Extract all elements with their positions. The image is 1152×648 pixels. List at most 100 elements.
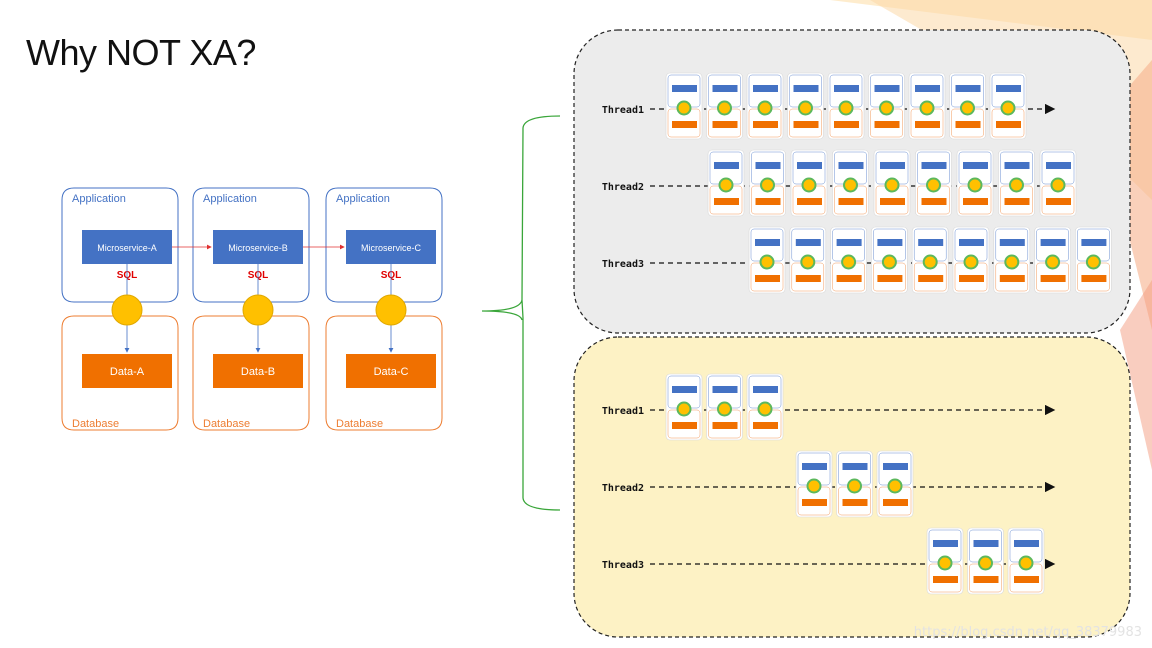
page-title: Why NOT XA?	[26, 32, 256, 73]
thumbnail-service	[842, 463, 868, 470]
diagram-thumbnail	[746, 72, 784, 140]
service-column: ApplicationMicroservice-BSQLDatabaseData…	[192, 187, 310, 431]
diagram-thumbnail	[749, 149, 786, 217]
thumbnail-service	[880, 162, 905, 169]
thumbnail-service	[874, 85, 900, 92]
thumbnail-data	[755, 198, 781, 205]
thumbnail-service	[933, 540, 958, 547]
application-boundary	[61, 187, 179, 303]
thumbnail-service	[712, 386, 738, 393]
thumbnail-connector	[806, 478, 822, 494]
database-boundary	[325, 315, 443, 431]
thumbnail-connector	[801, 177, 817, 193]
curly-brace	[481, 115, 561, 511]
data-label: Data-A	[110, 366, 145, 378]
db-connector	[111, 294, 143, 326]
thread-timeline: Thread2	[602, 149, 1077, 217]
diagram-thumbnail	[876, 450, 914, 518]
architecture-diagram: ApplicationMicroservice-ASQLDatabaseData…	[61, 187, 443, 431]
application-label: Application	[203, 193, 257, 205]
diagram-thumbnail	[868, 72, 905, 140]
thumbnail-data	[842, 499, 868, 506]
microservice-label: Microservice-C	[361, 243, 422, 253]
thumbnail-service	[996, 85, 1021, 92]
thumbnail-data	[915, 121, 940, 128]
thumbnail-data	[836, 275, 862, 282]
thumbnail-data	[973, 576, 999, 583]
thumbnail-connector	[960, 100, 975, 116]
diagram-thumbnail	[836, 450, 873, 518]
thumbnail-service	[955, 85, 981, 92]
thumbnail-service	[672, 386, 697, 393]
diagram-thumbnail	[790, 149, 828, 217]
thumbnail-service	[1004, 162, 1030, 169]
thumbnail-data	[753, 422, 778, 429]
diagram-thumbnail	[908, 72, 946, 140]
thumbnail-connector	[1000, 100, 1016, 116]
thumbnail-data	[672, 121, 697, 128]
thumbnail-service	[1040, 239, 1066, 246]
diagram-thumbnail	[1007, 527, 1045, 595]
diagram-thumbnail	[915, 149, 952, 217]
thumbnail-data	[877, 275, 903, 282]
thumbnail-service	[999, 239, 1025, 246]
thumbnail-data	[795, 275, 821, 282]
thumbnail-connector	[937, 555, 953, 571]
data-label: Data-B	[241, 366, 275, 378]
diagram-thumbnail	[1075, 226, 1112, 294]
thumbnail-data	[955, 121, 981, 128]
microservice-label: Microservice-A	[97, 243, 157, 253]
thumbnail-connector	[760, 177, 775, 193]
thread-label: Thread3	[602, 259, 644, 270]
thumbnail-connector	[757, 100, 773, 116]
thumbnail-data	[838, 198, 864, 205]
thumbnail-data	[959, 275, 984, 282]
thread-timeline: Thread3	[602, 226, 1112, 294]
thumbnail-connector	[1018, 555, 1034, 571]
thumbnail-service	[1014, 540, 1039, 547]
diagram-thumbnail	[707, 149, 745, 217]
thumbnail-connector	[1045, 254, 1061, 270]
diagram-thumbnail	[795, 450, 833, 518]
thumbnail-connector	[967, 177, 983, 193]
thread-timeline: Thread2	[602, 450, 1056, 518]
microservice-box	[213, 230, 303, 264]
thread-label: Thread3	[602, 560, 644, 571]
thread-label: Thread2	[602, 182, 644, 193]
thread-label: Thread1	[602, 105, 644, 116]
thumbnail-connector	[757, 401, 773, 417]
thumbnail-service	[753, 386, 778, 393]
diagram-thumbnail	[926, 527, 964, 595]
diagram-thumbnail	[832, 149, 869, 217]
thumbnail-connector	[1009, 177, 1024, 193]
thumbnail-data	[918, 275, 944, 282]
thumbnail-service	[755, 239, 780, 246]
thumbnail-data	[883, 499, 908, 506]
thumbnail-data	[755, 275, 780, 282]
thread-timelines: Thread1Thread2Thread3Thread1Thread2Threa…	[602, 72, 1112, 595]
thumbnail-connector	[1004, 254, 1020, 270]
application-boundary	[325, 187, 443, 303]
thumbnail-data	[797, 198, 822, 205]
thumbnail-service	[836, 239, 862, 246]
data-box	[213, 354, 303, 388]
thumbnail-connector	[798, 100, 813, 116]
thread-timeline: Thread3	[602, 527, 1056, 595]
thumbnail-service	[921, 162, 947, 169]
thumbnail-connector	[718, 177, 734, 193]
thumbnail-connector	[717, 100, 732, 116]
thumbnail-connector	[884, 177, 900, 193]
thumbnail-connector	[963, 254, 979, 270]
diagram-thumbnail	[956, 149, 994, 217]
thumbnail-data	[963, 198, 988, 205]
thumbnail-connector	[676, 401, 692, 417]
database-label: Database	[203, 418, 250, 430]
thumbnail-connector	[759, 254, 775, 270]
thumbnail-service	[755, 162, 781, 169]
diagram-thumbnail	[1034, 226, 1071, 294]
thumbnail-service	[918, 239, 944, 246]
thumbnail-connector	[847, 478, 862, 494]
thumbnail-connector	[1085, 254, 1101, 270]
data-box	[82, 354, 172, 388]
